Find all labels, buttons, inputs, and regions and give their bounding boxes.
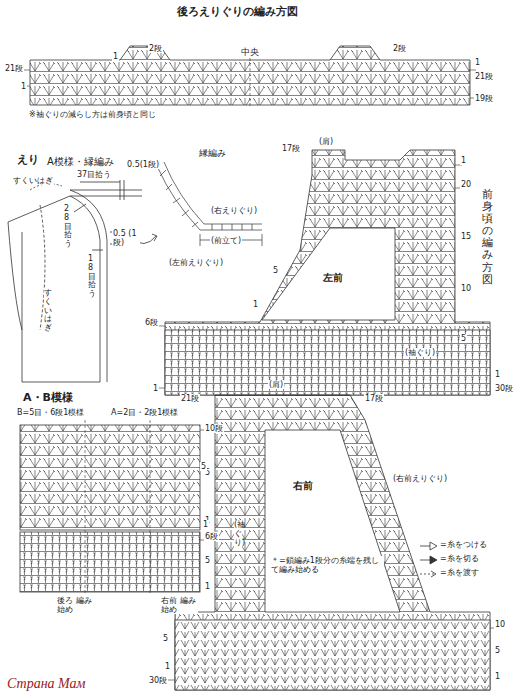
chart-label: 18目拾う [88, 254, 96, 300]
chart-label: 2段 [148, 44, 163, 53]
chart-label: 0.5(1段) [126, 160, 160, 169]
chart-label: 中央 [240, 47, 260, 57]
chart-label: 2段 [392, 44, 407, 53]
chart-label: 1 [460, 156, 467, 165]
chart-label: 5 [460, 334, 467, 343]
chart-label: Страна Мам [6, 676, 87, 692]
chart-label: (袖ぐり) [234, 520, 242, 548]
chart-label: 5 [162, 634, 169, 643]
chart-label: (前立て) [210, 236, 242, 245]
chart-label: 1 [474, 58, 481, 67]
chart-label: 後ろ 編み始め [56, 596, 94, 614]
chart-label: 10段 [204, 424, 224, 433]
chart-label: えり [16, 154, 40, 167]
chart-label: 1 [494, 370, 501, 379]
chart-label: ※袖ぐりの減らし方は前身頃と同じ [28, 110, 157, 119]
chart-title: 後ろえりぐりの編み方図 [176, 6, 299, 19]
chart-label: 縁編み [198, 148, 227, 158]
chart-label: すくいはぎ [44, 288, 52, 334]
chart-label: 21段 [180, 394, 200, 403]
chart-label: 10 [460, 284, 472, 293]
chart-label: A模様・縁編み [46, 156, 115, 168]
chart-label: 17段 [364, 394, 384, 403]
legend-text: =糸を切る [439, 554, 480, 563]
chart-label: 30段 [148, 676, 168, 685]
chart-label: B=5目・6段1模様 [16, 408, 85, 417]
chart-label: 1 [112, 52, 119, 61]
chart-label: 0.5 (1段) [112, 229, 140, 247]
chart-label: 1 [252, 300, 259, 309]
chart-label: 1 [20, 82, 27, 91]
chart-label: 20 [460, 180, 472, 189]
chart-label: (肩) [268, 380, 284, 389]
chart-label: 17段 [281, 144, 301, 153]
chart-label: 30段 [494, 384, 514, 393]
chart-label: 右前 [292, 480, 314, 492]
chart-label: A・B模様 [22, 392, 74, 405]
chart-label: (袖ぐり) [404, 348, 436, 357]
chart-label: 1 [202, 520, 209, 529]
chart-label: 1 [164, 662, 171, 671]
legend-text: =糸をつける [439, 540, 488, 549]
chart-label: 1 [204, 582, 211, 591]
chart-label: 21段 [4, 64, 24, 73]
chart-label: すくいはぎ [12, 176, 54, 185]
chart-label: (肩) [318, 137, 334, 146]
chart-label: 28目拾う [64, 204, 72, 250]
chart-label: A=2目・2段1模様 [110, 408, 179, 417]
chart-label: 5 [200, 462, 207, 471]
chart-label: 5 [204, 556, 211, 565]
chart-label: 10 [494, 620, 506, 629]
chart-label: 19段 [474, 94, 494, 103]
chart-label: 5 [494, 646, 501, 655]
chart-label: 6段 [204, 532, 219, 541]
legend-text: =糸を渡す [439, 568, 480, 577]
chart-label: 37目拾う [76, 170, 112, 179]
chart-label: 5 [272, 266, 279, 275]
chart-label: 6段 [144, 318, 159, 327]
chart-label: 1 [494, 672, 501, 681]
chart-label: (左前えりぐり) [168, 258, 224, 267]
chart-label: 15 [460, 232, 472, 241]
chart-label: (右前えりぐり) [392, 474, 448, 483]
chart-label: 左前 [322, 272, 344, 284]
chart-label: 21段 [474, 72, 494, 81]
chart-label: 右前 編み始め [160, 596, 198, 614]
chart-label: ＊=鎖編み1段分の糸端を残して編み始める [270, 556, 384, 574]
chart-label: (右えりぐり) [210, 206, 258, 215]
chart-label: 1 [152, 384, 159, 393]
chart-label: 前身頃の編み方図 [482, 188, 493, 287]
